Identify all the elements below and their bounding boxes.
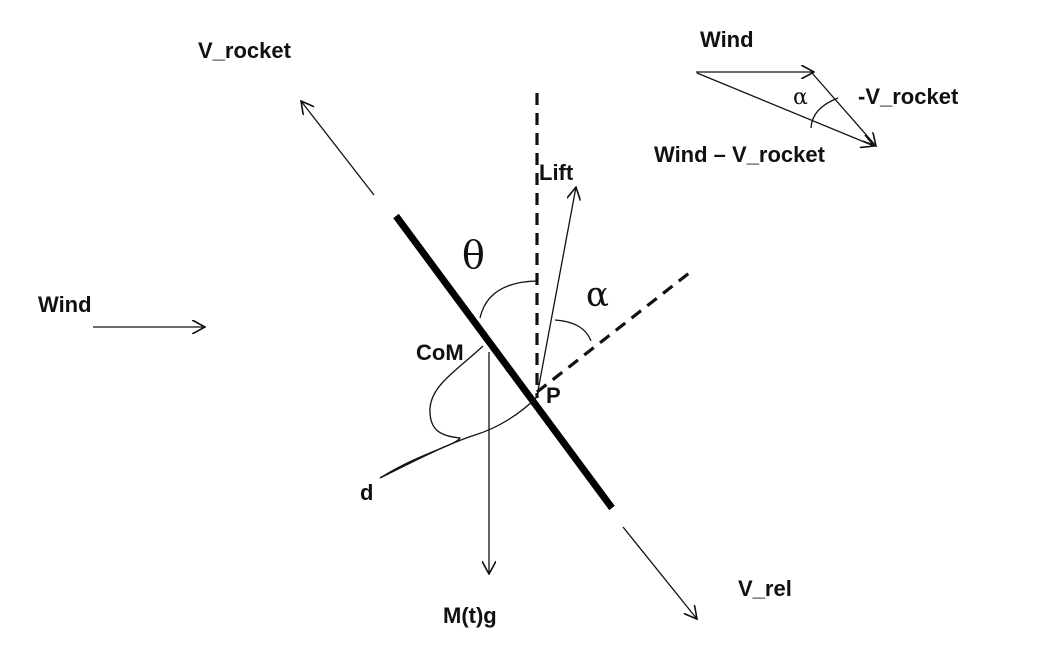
- wind-label-left: Wind: [38, 292, 92, 317]
- wind-minus-v-rocket-vector: [696, 72, 874, 146]
- lift-arrow: [536, 187, 576, 397]
- theta-arc: [479, 280, 538, 319]
- triangle-alpha-arc: [810, 97, 839, 129]
- rocket-body: [393, 213, 615, 511]
- v-rocket-label: V_rocket: [198, 38, 292, 63]
- weight-label: M(t)g: [443, 603, 497, 628]
- wind-label-top: Wind: [700, 27, 754, 52]
- v-rel-arrow: [622, 526, 697, 619]
- lift-label: Lift: [539, 160, 574, 185]
- alpha-arc: [554, 319, 592, 342]
- v-rel-label: V_rel: [738, 576, 792, 601]
- wind-minus-v-rocket-label: Wind – V_rocket: [654, 142, 826, 167]
- distance-brace: [379, 345, 484, 479]
- triangle-alpha-symbol: α: [793, 85, 808, 110]
- alpha-symbol: α: [586, 275, 609, 315]
- com-label: CoM: [416, 340, 464, 365]
- distance-label: d: [360, 480, 373, 505]
- neg-v-rocket-vector: [811, 72, 876, 146]
- neg-v-rocket-label: -V_rocket: [858, 84, 959, 109]
- distance-brace-lower: [379, 396, 538, 479]
- relative-wind-line: [536, 268, 694, 394]
- theta-symbol: θ: [462, 233, 485, 277]
- v-rocket-arrow: [301, 101, 375, 196]
- pressure-center-label: P: [546, 383, 561, 408]
